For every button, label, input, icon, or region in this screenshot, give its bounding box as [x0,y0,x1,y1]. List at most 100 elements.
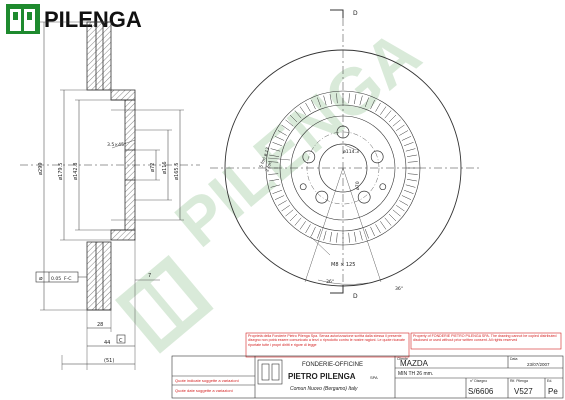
vent-slot [329,94,332,105]
vent-slot [274,136,285,141]
ed: Pe [548,387,558,396]
vent-slot [289,213,298,222]
vent-slot [281,205,290,212]
vent-slot [305,102,311,112]
hat-circle [290,115,396,221]
warn-2: Quote date soggette a variazioni [175,388,233,393]
vent-slot [405,184,416,188]
drawing-no: S/6606 [468,387,494,396]
vent-slot [392,119,401,127]
vent-slot [401,195,412,200]
vent-slot [370,226,375,237]
bolt-circle [306,131,380,205]
vent-slot [364,97,369,107]
vent-slot [289,114,298,123]
datum-c: C [119,338,123,344]
runout-ref: F-C [64,276,72,282]
threaded-hole [379,183,387,191]
angle-b-label: 36° [395,286,403,292]
vent-slot [384,217,392,226]
title-block-text: Quote indicate soggette a variazioni Quo… [175,357,558,396]
disc-vent-inner [279,104,407,232]
vent-slot [406,154,417,157]
note-italian: Proprietà della Fonderie Pietro Pilenga … [248,334,406,347]
vent-slot [405,148,416,152]
vent-slot [311,99,316,110]
vent-slot [404,142,414,147]
vent-slot [354,231,357,242]
vent-slot [317,97,322,107]
section-dimensions: ø299 ø179.5 ø142.8 ø72 ø116 ø165.5 3.5×4… [38,142,180,364]
vent-slot [268,161,279,163]
threaded-hole [299,183,307,191]
vent-slot [269,154,280,157]
vent-slot [406,179,417,182]
vent-slot [317,229,322,239]
bolt-hole [315,190,329,204]
vent-slot [305,224,311,234]
disc-vent-outer [265,90,421,246]
bolt-hole-label: ø70 [355,181,361,190]
section-label-top: D [353,10,358,17]
ref-label: Rif. Pilenga [510,379,528,383]
vent-slot [281,124,290,131]
section-label-bottom: D [353,293,358,300]
vent-slot [270,184,281,188]
dim-overall-diameter: ø299 [38,162,44,175]
front-view [210,9,480,294]
company: PIETRO PILENGA [288,372,356,381]
notes-boxes: Proprietà della Fonderie Pietro Pilenga … [245,332,562,358]
drawing-label: n° Disegno [470,379,487,383]
vent-slot [336,93,338,104]
dim-height: 44 [104,340,110,346]
vent-slot [370,99,375,110]
vent-slot [364,229,369,239]
min-th: MIN TH 26 mm. [398,371,433,377]
dim-hat-outer: ø179.5 [58,163,64,180]
vent-slot [299,106,306,115]
bolt-circle-label: ø114.3 [343,149,359,155]
city: Comun Nuovo (Bergamo) Italy [290,386,358,392]
vent-slot [323,95,327,106]
vent-slot [285,209,294,217]
vent-slot [380,221,387,230]
vent-slot [384,110,392,119]
subtitle: FONDERIE-OFFICINE [302,362,363,368]
vent-slot [336,232,338,243]
vent-slot [272,142,282,147]
dim-chamfer: 3.5×45° [107,142,126,148]
bolt-hole [336,125,350,139]
vent-slot [348,232,350,243]
front-view-labels: D D ø114.3 ø70 5 fori ø 13 2 fori M8 × 1… [258,10,403,300]
dim-thickness: 28 [97,322,103,328]
bolt-hole [357,190,371,204]
vent-slot [269,179,280,182]
vent-slot [294,110,302,119]
vent-slot [404,189,414,194]
watermark-text: PILENGA [161,15,433,260]
vent-slot [375,224,381,234]
vent-slot [359,95,363,106]
vent-slot [401,136,412,141]
runout-value: 0.05 [51,276,61,282]
dim-center-bore: ø72 [150,163,156,172]
section-view [20,21,200,370]
note-english: Property of FONDERIE PIETRO PILENGA SPA.… [413,334,557,343]
center-bore-circle [318,143,368,193]
vent-slot [285,119,294,127]
vent-slot [277,200,287,206]
vent-slot [294,217,302,226]
warn-1: Quote indicate soggette a variazioni [175,378,239,383]
watermark: PILENGA [115,15,434,354]
bolt-hole [370,150,384,164]
vent-slot [392,209,401,217]
bolt-holes [299,125,387,204]
date-label: Data [510,357,517,361]
customer: MAZDA [400,359,429,368]
vent-slot [407,173,418,175]
ref-no: V527 [514,387,533,396]
vent-slot [396,205,405,212]
dim-hat-diameter: ø116 [162,161,168,174]
date: 23/07/2007 [527,362,550,367]
vent-slot [388,114,397,123]
